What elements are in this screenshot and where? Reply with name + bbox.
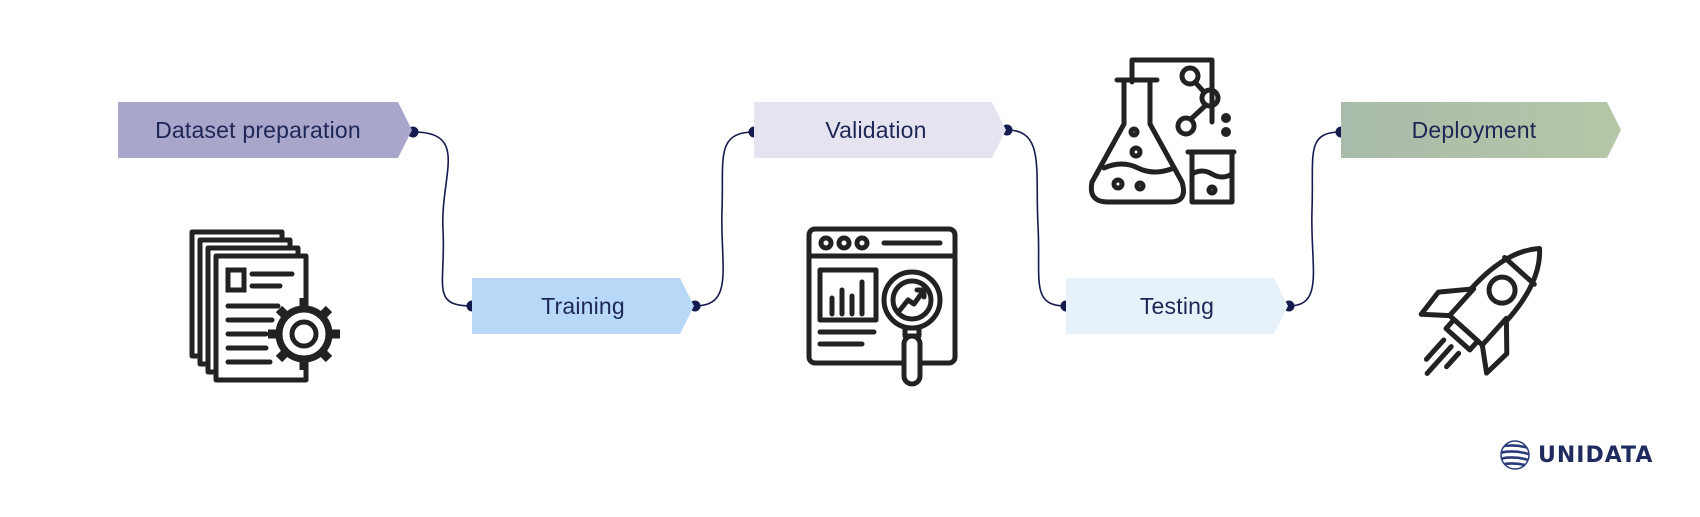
- connector-dot: [1001, 124, 1013, 136]
- brand-name: UNIDATA: [1538, 442, 1654, 468]
- step-label: Training: [541, 292, 625, 319]
- step-testing: Testing: [1066, 278, 1288, 334]
- step-label: Dataset preparation: [155, 116, 361, 143]
- documents-gear-icon: [189, 229, 340, 383]
- connector-validation-testing: [1006, 129, 1067, 307]
- step-validation: Validation: [754, 102, 1006, 158]
- connector-dot: [689, 300, 701, 312]
- connector-dot: [1283, 300, 1295, 312]
- connector-dataset-training: [412, 131, 473, 307]
- connector-dot: [407, 126, 419, 138]
- step-training: Training: [472, 278, 694, 334]
- rocket-icon: [1418, 246, 1543, 376]
- step-deployment: Deployment: [1341, 102, 1621, 158]
- step-label: Testing: [1139, 292, 1215, 319]
- connector-training-validation: [694, 131, 755, 307]
- unidata-logo-icon: [1500, 440, 1530, 470]
- connector-testing-deployment: [1288, 131, 1342, 307]
- step-label: Deployment: [1411, 116, 1537, 143]
- brand-logo: UNIDATA: [1500, 438, 1653, 472]
- step-label: Validation: [825, 116, 927, 143]
- step-dataset-preparation: Dataset preparation: [118, 102, 412, 158]
- lab-flasks-icon: [1088, 57, 1237, 205]
- analytics-magnifier-icon: [806, 226, 958, 387]
